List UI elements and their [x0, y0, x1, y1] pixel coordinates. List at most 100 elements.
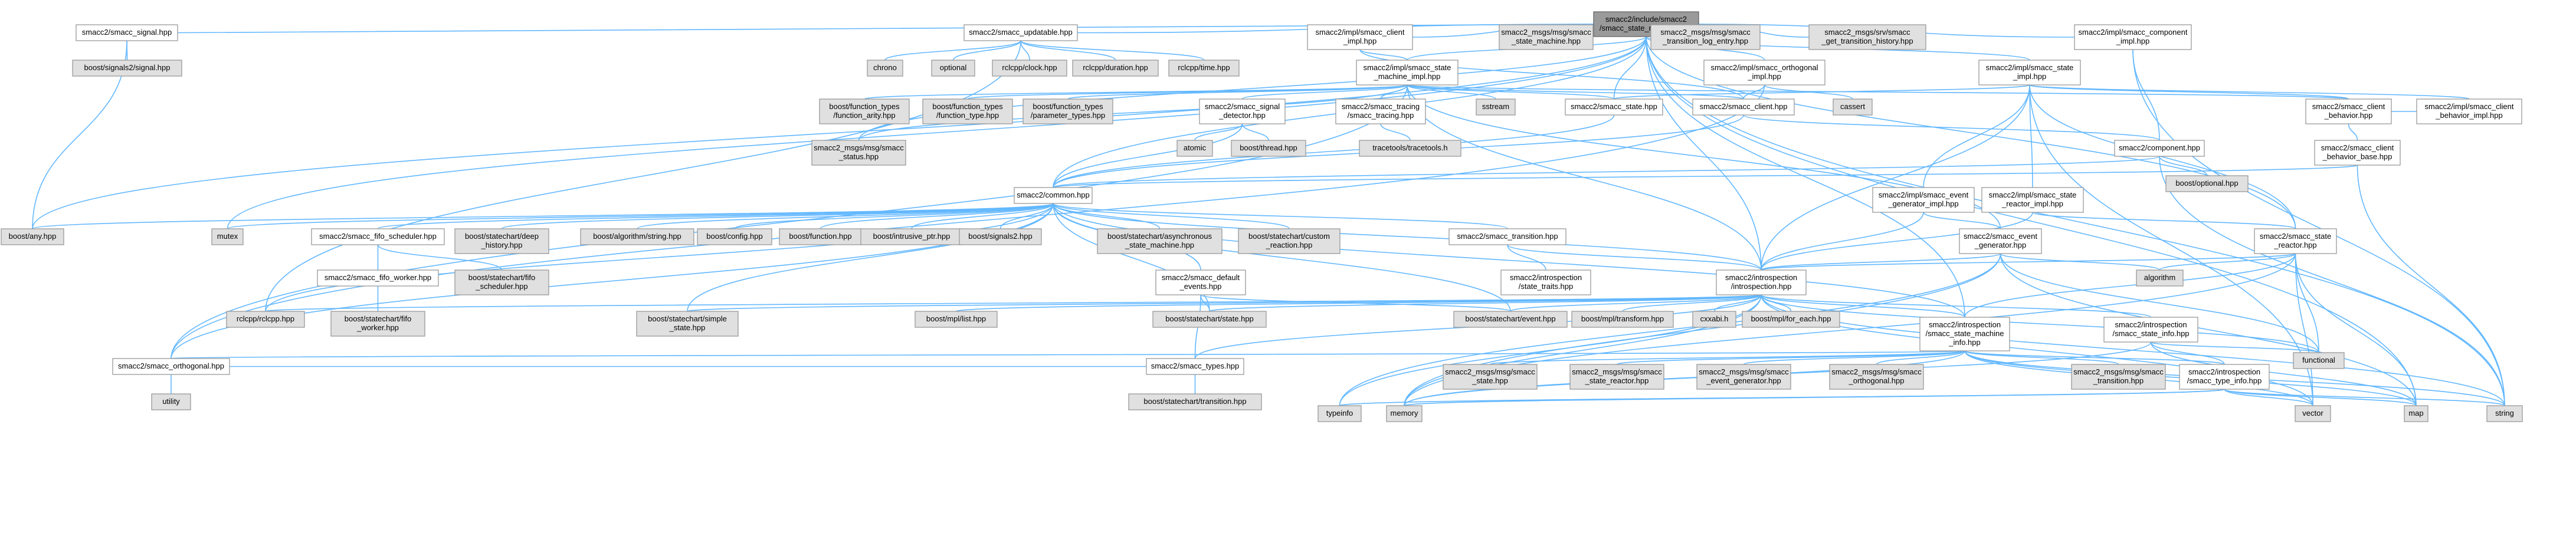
node-transition-hpp[interactable]: boost/statechart/transition.hpp — [1128, 393, 1262, 410]
edge-sm-info-to-type-info — [1964, 350, 2225, 365]
node-msg-state-reactor[interactable]: smacc2_msgs/msg/smacc_state_reactor.hpp — [1569, 364, 1664, 390]
node-msg-state[interactable]: smacc2_msgs/msg/smacc_state.hpp — [1443, 364, 1538, 390]
node-label: smacc2_msgs/msg/smacc_transition_log_ent… — [1660, 28, 1751, 45]
node-introspection[interactable]: smacc2/introspection/introspection.hpp — [1716, 269, 1807, 295]
node-chrono[interactable]: chrono — [867, 60, 903, 77]
node-optional[interactable]: optional — [931, 60, 975, 77]
node-smacc-state[interactable]: smacc2/smacc_state.hpp — [1565, 98, 1663, 116]
node-srv-transition-history[interactable]: smacc2_msgs/srv/smacc_get_transition_his… — [1808, 24, 1926, 50]
node-state-traits[interactable]: smacc2/introspection/state_traits.hpp — [1500, 269, 1591, 295]
node-map[interactable]: map — [2404, 405, 2428, 422]
edge-common-to-orthogonal — [171, 203, 1054, 359]
node-event-hpp[interactable]: boost/statechart/event.hpp — [1453, 311, 1568, 328]
edge-impl-state-to-state-reactor — [2029, 84, 2296, 229]
node-mpl-transform[interactable]: boost/mpl/transform.hpp — [1571, 311, 1674, 328]
node-rclcpp-duration[interactable]: rclcpp/duration.hpp — [1072, 60, 1159, 77]
node-algorithm[interactable]: algorithm — [2136, 269, 2184, 287]
node-boost-optional[interactable]: boost/optional.hpp — [2165, 175, 2249, 192]
node-fifo-worker[interactable]: smacc2/smacc_fifo_worker.hpp — [317, 269, 439, 287]
node-fifo-scheduler[interactable]: smacc2/smacc_fifo_scheduler.hpp — [311, 228, 445, 245]
node-async-sm[interactable]: boost/statechart/asynchronous_state_mach… — [1097, 228, 1223, 254]
node-fifo-worker-sc[interactable]: boost/statechart/fifo_worker.hpp — [330, 311, 425, 337]
edge-updatable-to-rclcpp — [265, 40, 1021, 312]
node-orthogonal[interactable]: smacc2/smacc_orthogonal.hpp — [112, 358, 230, 375]
node-msg-transition[interactable]: smacc2_msgs/msg/smacc_transition.hpp — [2071, 364, 2166, 390]
node-impl-event-gen[interactable]: smacc2/impl/smacc_event_generator_impl.h… — [1872, 187, 1975, 213]
node-rclcpp-time[interactable]: rclcpp/time.hpp — [1168, 60, 1240, 77]
node-component[interactable]: smacc2/component.hpp — [2114, 140, 2205, 157]
edge-smacc-transition-to-state-traits — [1507, 244, 1546, 271]
node-state-hpp[interactable]: boost/statechart/state.hpp — [1152, 311, 1267, 328]
node-vector[interactable]: vector — [2295, 405, 2331, 422]
node-state-reactor[interactable]: smacc2/smacc_state_reactor.hpp — [2254, 228, 2337, 254]
node-ft-type[interactable]: boost/function_types/function_type.hpp — [922, 98, 1013, 124]
node-memory[interactable]: memory — [1386, 405, 1423, 422]
node-custom-reaction[interactable]: boost/statechart/custom_reaction.hpp — [1238, 228, 1341, 254]
node-tracetools[interactable]: tracetools/tracetools.h — [1359, 140, 1461, 157]
node-msg-transition-log[interactable]: smacc2_msgs/msg/smacc_transition_log_ent… — [1650, 24, 1761, 50]
node-box — [1072, 60, 1159, 77]
edge-updatable-to-chrono — [884, 40, 1021, 61]
node-boost-function[interactable]: boost/function.hpp — [779, 228, 862, 245]
node-impl-client[interactable]: smacc2/impl/smacc_client_impl.hpp — [1307, 24, 1413, 50]
node-rclcpp-clock[interactable]: rclcpp/clock.hpp — [992, 60, 1067, 77]
node-sstream[interactable]: sstream — [1476, 98, 1516, 116]
node-impl-component[interactable]: smacc2/impl/smacc_component_impl.hpp — [2074, 24, 2192, 50]
node-label: smacc2/smacc_fifo_worker.hpp — [325, 273, 431, 282]
node-msg-orthogonal[interactable]: smacc2_msgs/msg/smacc_orthogonal.hpp — [1829, 364, 1924, 390]
node-event-generator[interactable]: smacc2/smacc_event_generator.hpp — [1959, 228, 2042, 254]
node-common[interactable]: smacc2/common.hpp — [1014, 187, 1093, 204]
node-typeinfo[interactable]: typeinfo — [1318, 405, 1362, 422]
node-smacc-types[interactable]: smacc2/smacc_types.hpp — [1146, 358, 1244, 375]
node-client-behavior-base[interactable]: smacc2/smacc_client_behavior_base.hpp — [2314, 140, 2401, 166]
node-default-events[interactable]: smacc2/smacc_default_events.hpp — [1155, 269, 1246, 295]
node-msg-state-machine[interactable]: smacc2_msgs/msg/smacc_state_machine.hpp — [1499, 24, 1594, 50]
node-impl-client-behavior[interactable]: smacc2/impl/smacc_client_behavior_impl.h… — [2416, 98, 2522, 124]
node-cassert[interactable]: cassert — [1833, 98, 1873, 116]
node-intrusive-ptr[interactable]: boost/intrusive_ptr.hpp — [860, 228, 963, 245]
node-ft-arity[interactable]: boost/function_types/function_arity.hpp — [819, 98, 910, 124]
node-simple-state[interactable]: boost/statechart/simple_state.hpp — [636, 311, 739, 337]
node-signal[interactable]: smacc2/smacc_signal.hpp — [76, 24, 178, 41]
node-rclcpp[interactable]: rclcpp/rclcpp.hpp — [226, 311, 305, 328]
node-state-info[interactable]: smacc2/introspection/smacc_state_info.hp… — [2103, 317, 2198, 343]
node-box — [1833, 98, 1873, 116]
node-boost-signals2-signal[interactable]: boost/signals2/signal.hpp — [72, 60, 182, 77]
node-fifo-scheduler-sc[interactable]: boost/statechart/fifo_scheduler.hpp — [454, 269, 549, 295]
node-deep-history[interactable]: boost/statechart/deep_history.hpp — [454, 228, 549, 254]
node-boost-thread[interactable]: boost/thread.hpp — [1231, 140, 1306, 157]
node-impl-state-reactor[interactable]: smacc2/impl/smacc_state_reactor_impl.hpp — [1981, 187, 2084, 213]
node-signal-detector[interactable]: smacc2/smacc_signal_detector.hpp — [1199, 98, 1286, 124]
node-boost-config[interactable]: boost/config.hpp — [697, 228, 772, 245]
node-msg-event-generator[interactable]: smacc2_msgs/msg/smacc_event_generator.hp… — [1696, 364, 1791, 390]
node-tracing[interactable]: smacc2/smacc_tracing/smacc_tracing.hpp — [1335, 98, 1426, 124]
node-type-info[interactable]: smacc2/introspection/smacc_type_info.hpp — [2179, 364, 2270, 390]
node-label: smacc2_msgs/srv/smacc_get_transition_his… — [1821, 28, 1913, 45]
node-sm-info[interactable]: smacc2/introspection/smacc_state_machine… — [1919, 317, 2010, 351]
edge-common-to-fifo-scheduler — [377, 203, 1054, 229]
node-boost-any[interactable]: boost/any.hpp — [1, 228, 64, 245]
node-impl-orthogonal[interactable]: smacc2/impl/smacc_orthogonal_impl.hpp — [1703, 60, 1826, 86]
node-box — [1981, 187, 2084, 213]
node-cxxabi[interactable]: cxxabi.h — [1692, 311, 1736, 328]
node-box — [915, 311, 998, 328]
node-boost-signals2[interactable]: boost/signals2.hpp — [959, 228, 1042, 245]
node-mpl-list[interactable]: boost/mpl/list.hpp — [915, 311, 998, 328]
node-smacc-client[interactable]: smacc2/smacc_client.hpp — [1692, 98, 1795, 116]
node-functional[interactable]: functional — [2293, 352, 2345, 369]
node-smacc-transition[interactable]: smacc2/smacc_transition.hpp — [1448, 228, 1566, 245]
node-mutex[interactable]: mutex — [211, 228, 244, 245]
node-ft-params[interactable]: boost/function_types/parameter_types.hpp — [1022, 98, 1113, 124]
node-string[interactable]: string — [2486, 405, 2523, 422]
node-impl-sm[interactable]: smacc2/impl/smacc_state_machine_impl.hpp — [1356, 60, 1459, 86]
edges-layer — [32, 24, 2505, 406]
node-atomic[interactable]: atomic — [1176, 140, 1213, 157]
node-updatable[interactable]: smacc2/smacc_updatable.hpp — [963, 24, 1078, 41]
edge-common-to-introspection — [1053, 203, 1762, 271]
node-client-behavior[interactable]: smacc2/smacc_client_behavior.hpp — [2305, 98, 2392, 124]
node-mpl-for-each[interactable]: boost/mpl/for_each.hpp — [1742, 311, 1840, 328]
node-impl-state[interactable]: smacc2/impl/smacc_state_impl.hpp — [1978, 60, 2081, 86]
node-algorithm-string[interactable]: boost/algorithm/string.hpp — [580, 228, 694, 245]
node-utility[interactable]: utility — [151, 393, 191, 410]
node-msg-status[interactable]: smacc2_msgs/msg/smacc_status.hpp — [811, 140, 906, 166]
